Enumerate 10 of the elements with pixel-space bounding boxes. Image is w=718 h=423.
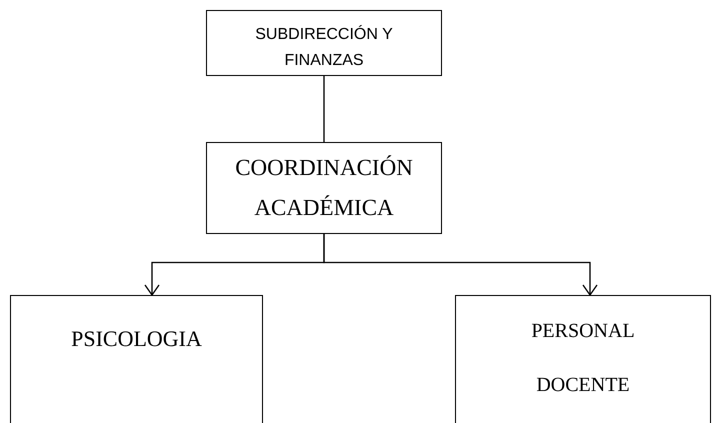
box-label: SUBDIRECCIÓN Y FINANZAS xyxy=(254,24,394,71)
org-box xyxy=(10,295,263,423)
connector-line xyxy=(323,76,325,142)
box-label: PSICOLOGIA xyxy=(71,325,202,353)
box-label: COORDINACIÓN ACADÉMICA xyxy=(234,154,414,222)
org-box xyxy=(206,142,442,234)
org-box xyxy=(455,295,711,423)
box-label: PERSONAL DOCENTE xyxy=(530,319,636,398)
arrow xyxy=(323,234,598,296)
org-box xyxy=(206,10,442,76)
